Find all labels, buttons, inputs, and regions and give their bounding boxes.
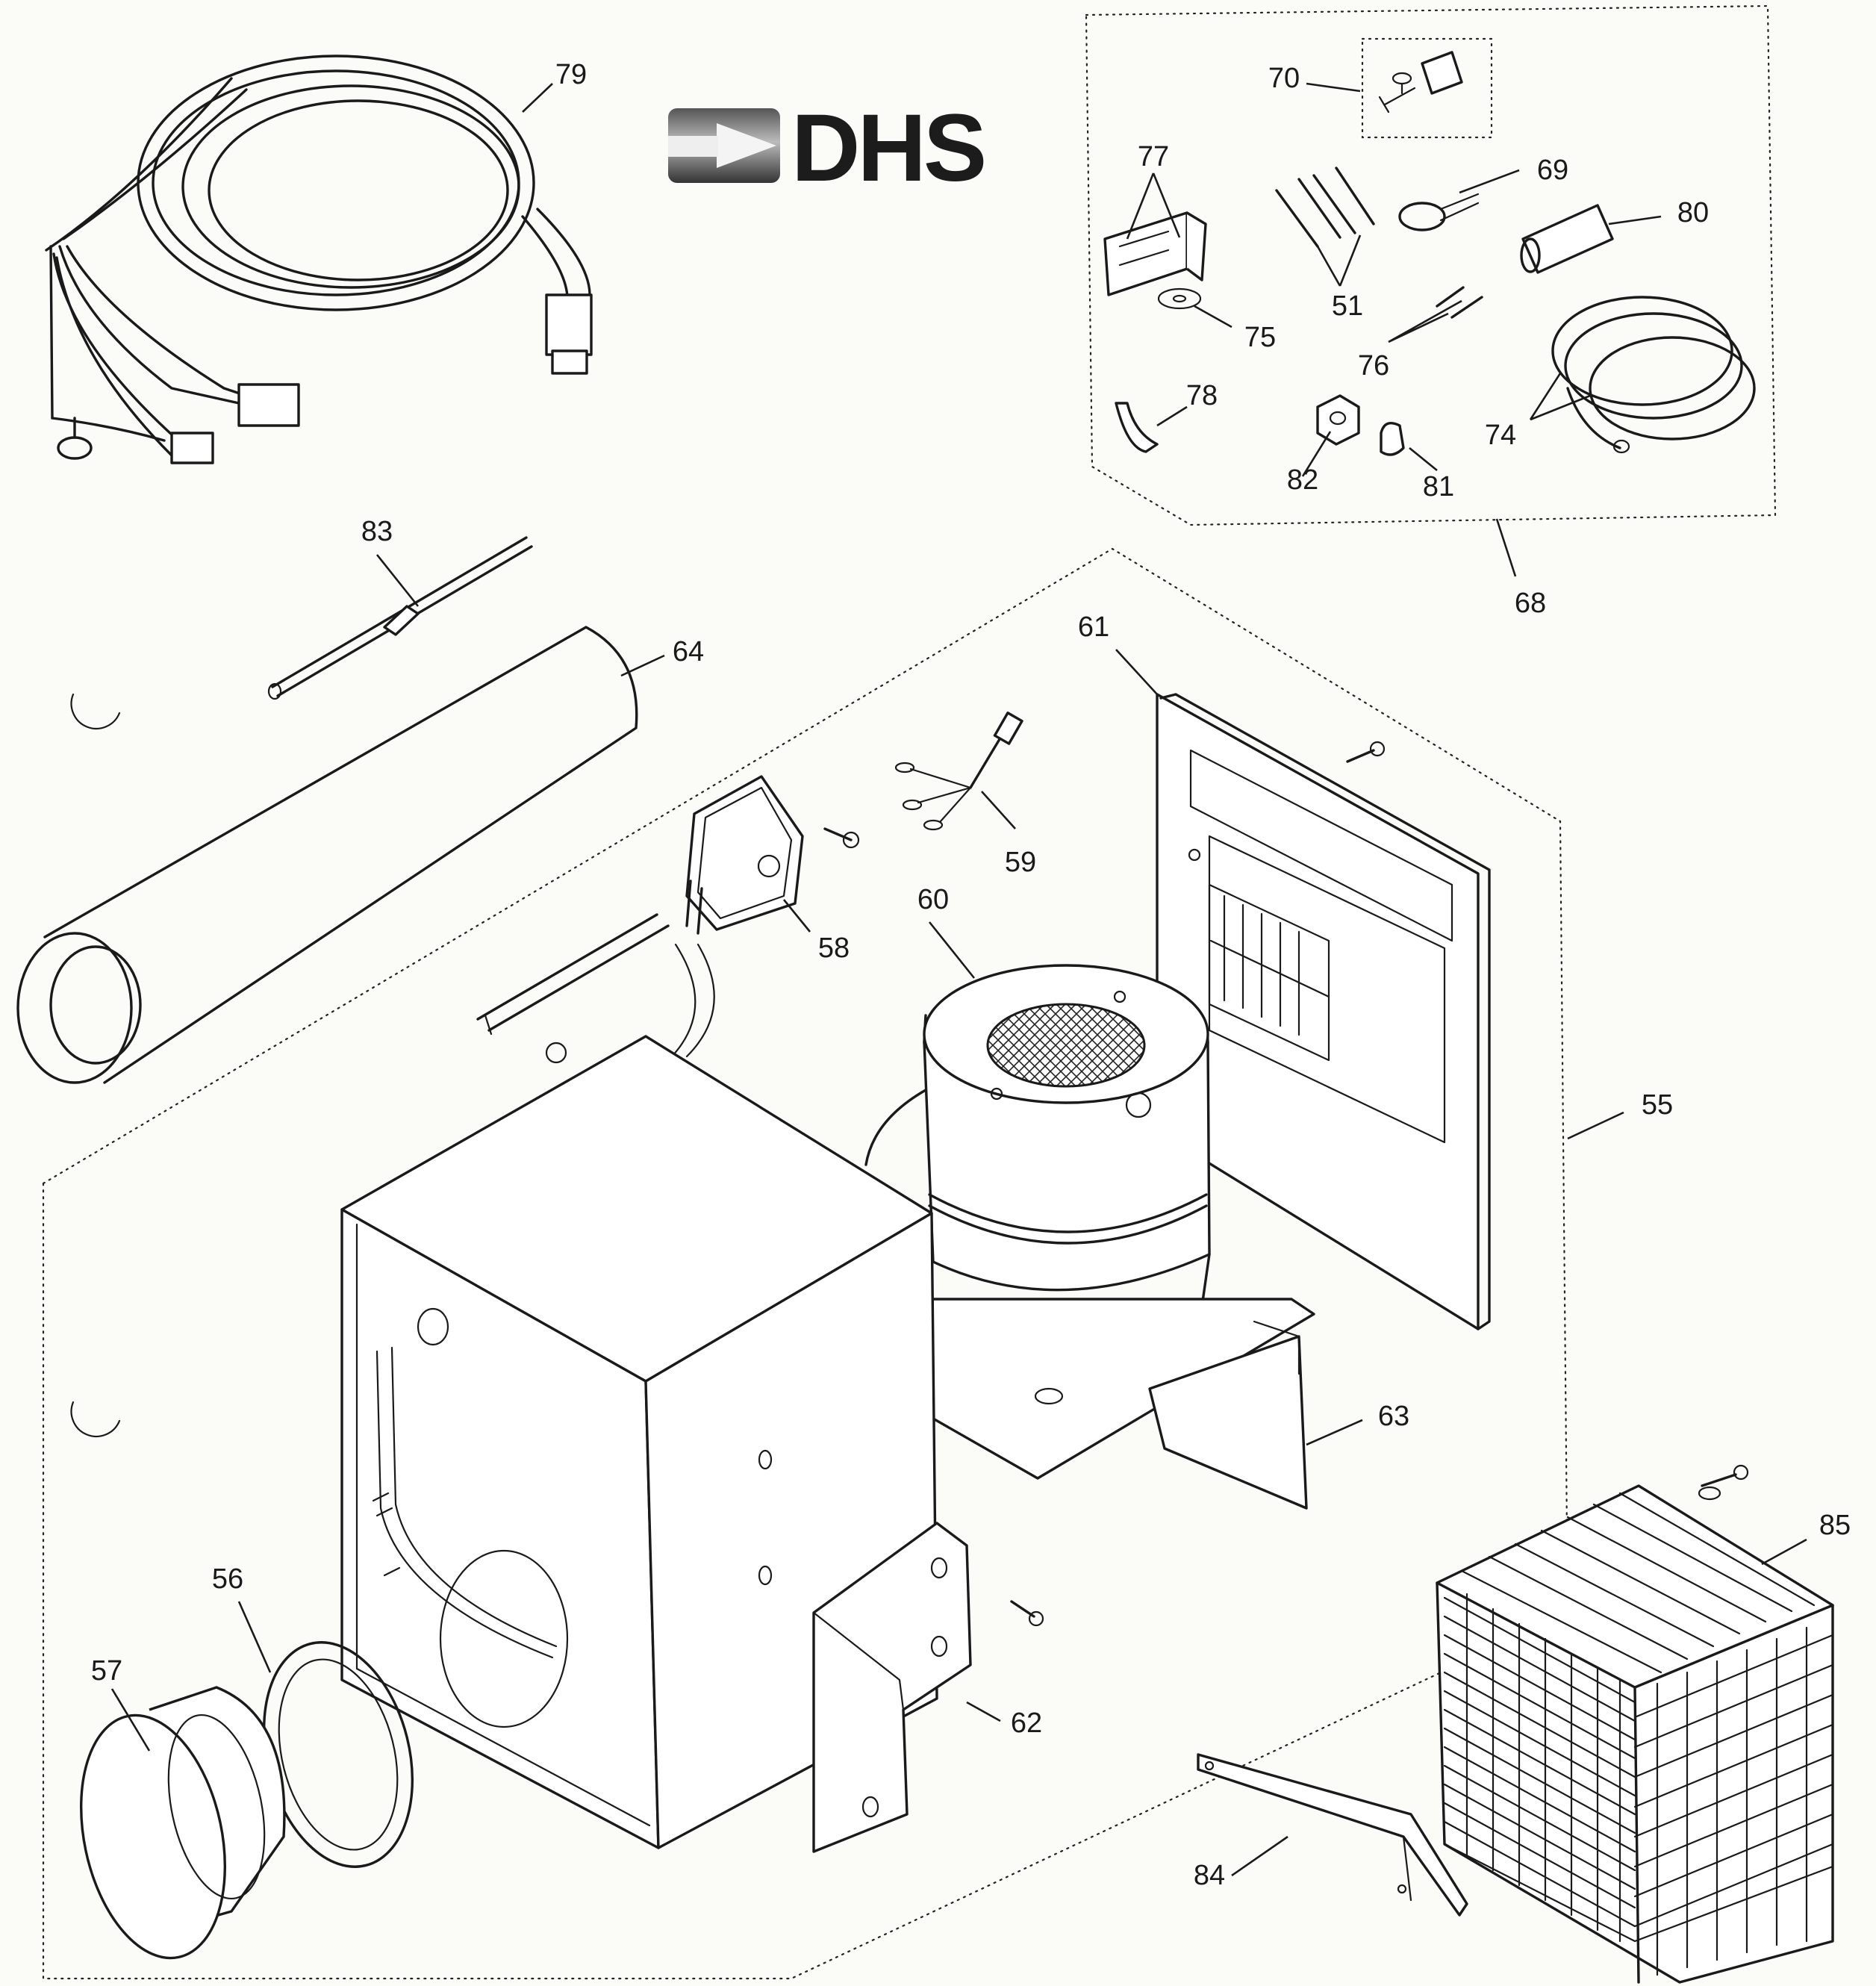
blower-motor-60 <box>864 964 1211 1348</box>
callout-57: 57 <box>91 1655 122 1687</box>
kit-box-68 <box>1085 4 1777 526</box>
callout-84: 84 <box>1194 1860 1225 1891</box>
callout-76: 76 <box>1358 350 1389 382</box>
callout-83: 83 <box>361 516 393 547</box>
callout-70: 70 <box>1268 63 1300 94</box>
binder-holes <box>70 693 121 1437</box>
guard-grid <box>1443 1492 1834 1976</box>
callout-78: 78 <box>1186 380 1218 411</box>
callout-61: 61 <box>1078 611 1109 643</box>
callout-85: 85 <box>1819 1510 1851 1541</box>
capillary-tube-83 <box>267 536 533 700</box>
collar-57 <box>79 1686 286 1960</box>
callout-64: 64 <box>673 636 704 667</box>
mounting-plate-63 <box>932 1298 1315 1510</box>
callout-58: 58 <box>818 933 850 964</box>
callout-68: 68 <box>1515 588 1546 619</box>
callout-82: 82 <box>1287 464 1318 496</box>
callout-79: 79 <box>555 59 587 90</box>
wire-guard-85 <box>1436 1464 1834 1984</box>
bracket-62 <box>812 1522 1044 1853</box>
callout-77: 77 <box>1138 141 1169 172</box>
callout-62: 62 <box>1011 1708 1042 1739</box>
callout-60: 60 <box>917 884 949 915</box>
callout-75: 75 <box>1244 322 1276 353</box>
callout-63: 63 <box>1378 1401 1409 1432</box>
wire-harness-79 <box>45 55 593 464</box>
callout-81: 81 <box>1423 471 1454 502</box>
callout-74: 74 <box>1485 420 1516 451</box>
callout-56: 56 <box>212 1563 243 1595</box>
logo-text: DHS <box>791 95 984 202</box>
callout-69: 69 <box>1537 155 1568 186</box>
cylinder-64 <box>16 626 638 1084</box>
assembly-outline-55 <box>42 547 1569 1980</box>
callout-labels: 79 70 77 69 80 51 75 76 78 74 82 81 68 8… <box>91 59 1851 1891</box>
control-panel-61 <box>1156 693 1491 1330</box>
leader-lines <box>110 82 1807 1877</box>
callout-51: 51 <box>1332 290 1363 322</box>
callout-55: 55 <box>1642 1089 1673 1121</box>
dhs-logo: DHS <box>668 95 987 202</box>
rail-84 <box>1197 1753 1468 1917</box>
pigtail-59 <box>894 712 1023 831</box>
pressure-switch-58 <box>476 775 860 1064</box>
callout-59: 59 <box>1005 847 1036 878</box>
callout-80: 80 <box>1677 197 1709 228</box>
